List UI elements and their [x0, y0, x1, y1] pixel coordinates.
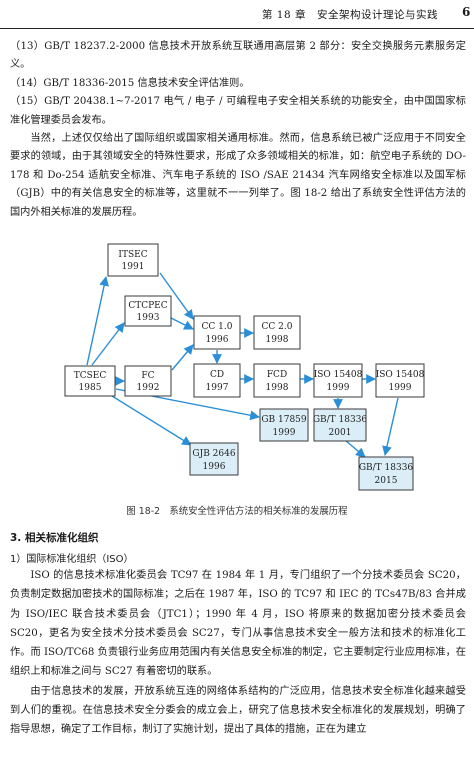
svg-text:GB 17859: GB 17859: [261, 415, 307, 425]
svg-text:1998: 1998: [266, 335, 289, 345]
svg-text:1992: 1992: [137, 383, 160, 393]
node-iso15408-a: ISO 15408 1999: [313, 363, 363, 398]
svg-text:2015: 2015: [375, 476, 398, 486]
svg-text:ISO 15408: ISO 15408: [376, 370, 425, 380]
page-header: 第 18 章 安全架构设计理论与实践 6: [0, 0, 474, 29]
paragraph-iso-tc97: ISO 的信息技术标准化委员会 TC97 在 1984 年 1 月，专门组织了一…: [10, 570, 466, 678]
node-cc20: CC 2.0 1998: [253, 315, 301, 350]
arrow-itsec-cc10: [159, 272, 194, 320]
arrow-ctcpec-cc10: [168, 316, 194, 330]
svg-text:CTCPEC: CTCPEC: [128, 301, 167, 311]
node-gbt18336-2001: GB/T 18336 2001: [313, 408, 368, 442]
arrow-tcsec-gjb: [111, 395, 192, 446]
paragraph-standard-14: （14）GB/T 18336-2015 信息技术安全评估准则。: [10, 77, 250, 89]
node-fcd: FCD 1998: [253, 363, 301, 398]
arrow-tcsec-ctcpec: [91, 322, 125, 366]
svg-text:CC 2.0: CC 2.0: [262, 322, 293, 332]
svg-text:2001: 2001: [329, 428, 352, 438]
node-tcsec: TCSEC 1985: [64, 365, 116, 397]
svg-text:CC 1.0: CC 1.0: [202, 322, 233, 332]
chapter-title: 第 18 章 安全架构设计理论与实践: [261, 9, 438, 21]
paragraph-standard-15: （15）GB/T 20438.1~7-2017 电气 / 电子 / 可编程电子安…: [10, 96, 466, 126]
svg-text:ITSEC: ITSEC: [118, 250, 147, 260]
section-title: 3. 相关标准化组织: [10, 532, 99, 544]
svg-text:GJB 2646: GJB 2646: [192, 449, 235, 459]
svg-text:FCD: FCD: [267, 370, 287, 380]
svg-text:1997: 1997: [206, 383, 229, 393]
node-gb17859: GB 17859 1999: [259, 408, 309, 442]
node-cd: CD 1997: [193, 363, 241, 398]
svg-text:TCSEC: TCSEC: [74, 371, 107, 381]
svg-text:GB/T 18336: GB/T 18336: [359, 463, 414, 473]
figure-caption: 图 18-2 系统安全性评估方法的相关标准的发展历程: [126, 506, 348, 517]
svg-text:1996: 1996: [203, 462, 226, 472]
svg-text:GB/T 18336: GB/T 18336: [313, 415, 368, 425]
svg-text:1999: 1999: [273, 428, 296, 438]
svg-text:1999: 1999: [327, 383, 350, 393]
subsection-title: 1）国际标准化组织（ISO）: [10, 554, 134, 565]
svg-text:1998: 1998: [266, 383, 289, 393]
svg-text:1985: 1985: [79, 383, 102, 393]
arrow-fc-cc10: [171, 344, 194, 371]
paragraph-standard-13: （13）GB/T 18237.2-2000 信息技术开放系统互联通用高层第 2 …: [10, 41, 466, 71]
paragraph-domain-standards: 当然，上述仅仅给出了国际组织或国家相关通用标准。然而，信息系统已被广泛应用于不同…: [10, 133, 466, 218]
svg-text:CD: CD: [210, 370, 224, 380]
standards-evolution-diagram: ITSEC 1991 CTCPEC 1993 CC 1.0 1996 CC 2.…: [64, 243, 425, 491]
arrow-iso2-gbt2015: [382, 397, 399, 456]
page-number: 6: [462, 5, 471, 19]
node-iso15408-b: ISO 15408 1999: [375, 363, 425, 398]
node-gbt18336-2015: GB/T 18336 2015: [358, 456, 414, 491]
node-cc10: CC 1.0 1996: [193, 315, 241, 350]
node-gjb2646: GJB 2646 1996: [189, 442, 239, 476]
svg-text:1993: 1993: [137, 313, 160, 323]
svg-text:FC: FC: [141, 371, 154, 381]
diagram-nodes: ITSEC 1991 CTCPEC 1993 CC 1.0 1996 CC 2.…: [64, 243, 425, 491]
node-ctcpec: CTCPEC 1993: [124, 295, 172, 327]
top-body-text: （13）GB/T 18237.2-2000 信息技术开放系统互联通用高层第 2 …: [10, 38, 466, 222]
svg-text:1996: 1996: [206, 335, 229, 345]
arrow-gbt2001-gbt2015: [344, 439, 366, 458]
bottom-body-text: ISO 的信息技术标准化委员会 TC97 在 1984 年 1 月，专门组织了一…: [10, 566, 466, 740]
svg-text:ISO 15408: ISO 15408: [314, 370, 363, 380]
arrow-tcsec-itsec: [86, 276, 109, 366]
svg-text:1999: 1999: [389, 383, 412, 393]
paragraph-security-development: 由于信息技术的发展，开放系统互连的网络体系结构的广泛应用，信息技术安全标准化越来…: [10, 685, 466, 736]
svg-text:1991: 1991: [122, 262, 145, 272]
node-itsec: ITSEC 1991: [107, 243, 159, 277]
node-fc: FC 1992: [124, 365, 172, 397]
